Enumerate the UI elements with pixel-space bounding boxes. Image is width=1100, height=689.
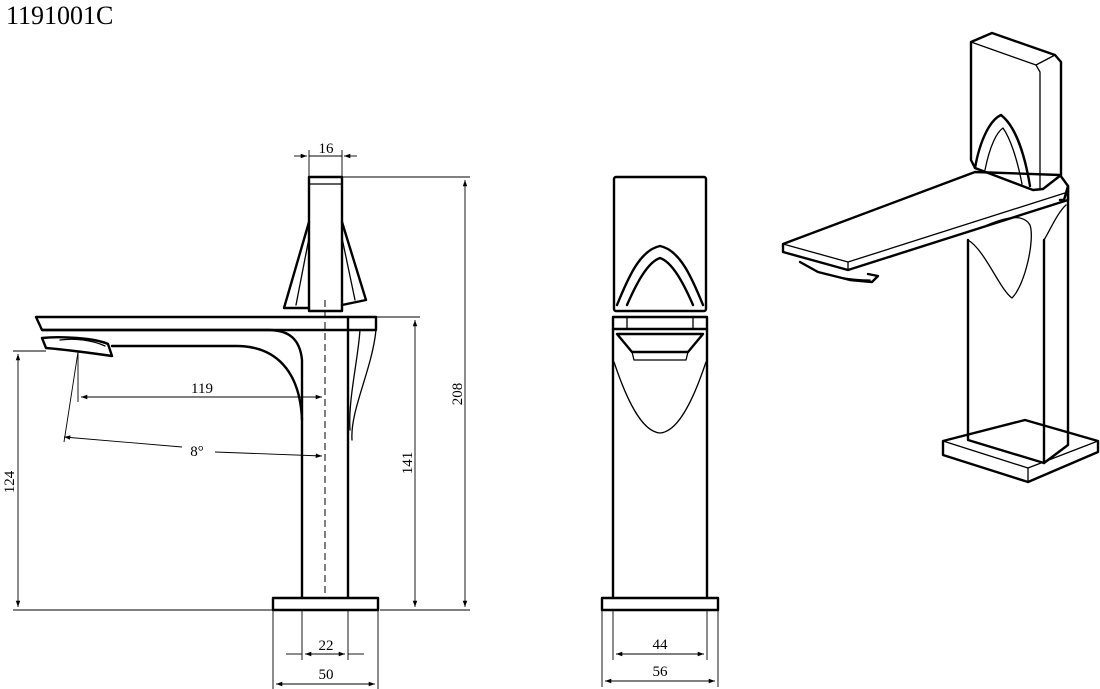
perspective-view xyxy=(781,31,1100,484)
dim-base-width-front: 56 xyxy=(601,610,719,687)
dim-handle-width-label: 16 xyxy=(319,141,335,157)
dim-spout-reach: 119 xyxy=(77,352,322,402)
dim-spout-reach-label: 119 xyxy=(191,381,213,397)
dim-total-height: 208 xyxy=(342,176,470,611)
dim-body-height: 141 xyxy=(376,316,420,607)
dim-spout-height-label: 124 xyxy=(2,470,18,493)
dim-total-height-label: 208 xyxy=(450,383,466,406)
dim-base-width-side: 50 xyxy=(272,610,379,689)
side-body xyxy=(346,315,377,600)
side-view xyxy=(34,175,380,612)
dim-base-width-side-label: 50 xyxy=(319,667,334,683)
dim-body-depth: 44 xyxy=(612,610,708,660)
dim-spout-angle: 8° xyxy=(63,351,323,460)
perspective-base xyxy=(941,418,1100,484)
perspective-spout xyxy=(781,170,1070,284)
side-base xyxy=(271,596,380,612)
dim-body-depth-label: 44 xyxy=(653,637,669,653)
front-base xyxy=(600,596,720,612)
dim-body-height-label: 141 xyxy=(400,452,416,475)
dim-handle-width: 16 xyxy=(294,141,357,177)
dim-body-width: 22 xyxy=(286,610,364,660)
dim-base-width-front-label: 56 xyxy=(653,664,669,680)
side-handle xyxy=(282,175,368,313)
perspective-handle xyxy=(969,31,1063,192)
dim-spout-height: 124 xyxy=(2,350,273,611)
dim-spout-angle-label: 8° xyxy=(190,444,204,460)
dim-body-width-label: 22 xyxy=(319,638,334,654)
front-body xyxy=(611,327,709,600)
front-handle xyxy=(612,175,708,313)
model-number: 1191001C xyxy=(6,1,113,30)
perspective-body xyxy=(966,184,1070,465)
front-view xyxy=(600,175,720,612)
